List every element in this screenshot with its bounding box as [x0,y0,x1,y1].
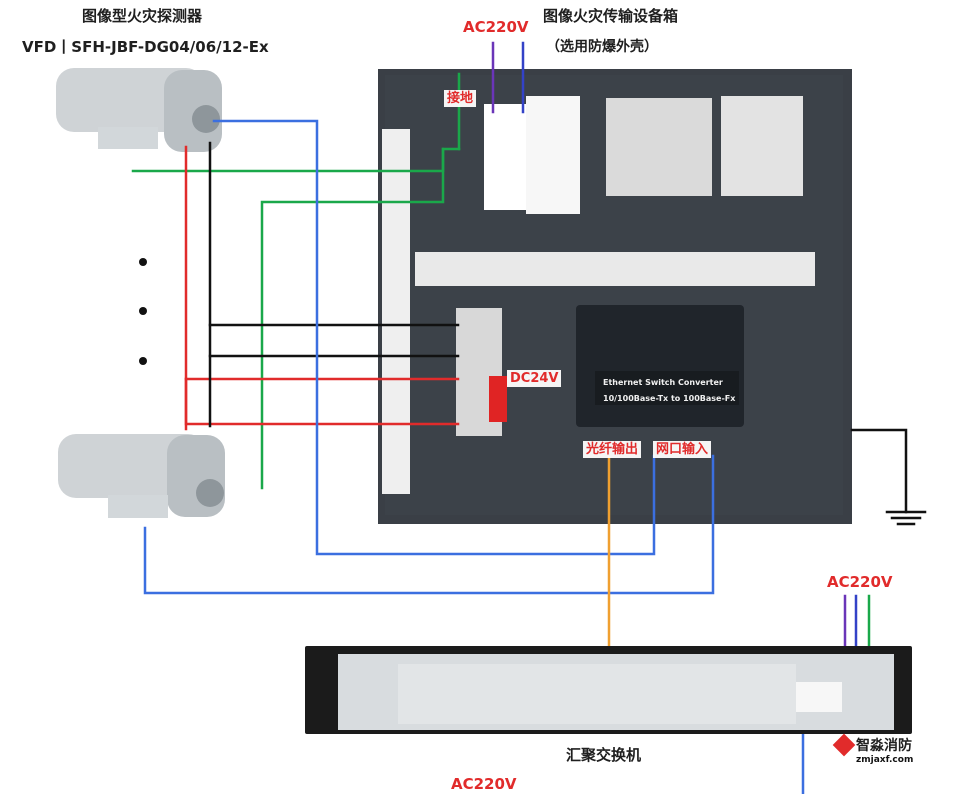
converter-line-1: Ethernet Switch Converter [603,378,723,387]
dc24-label: DC24V [507,370,562,387]
ground-symbol [885,510,927,526]
fiber-output-label: 光纤输出 [583,441,642,458]
converter-line-2: 10/100Base-Tx to 100Base-Fx [603,394,736,403]
camera-top [56,68,222,152]
cabinet-title: 图像火灾传输设备箱 [543,7,679,25]
detector-title: 图像型火灾探测器 [82,7,203,25]
cabinet [378,69,852,524]
network-input-label: 网口输入 [653,441,712,458]
ac220-top-label: AC220V [463,18,529,36]
cabinet-subtitle: （选用防爆外壳） [546,39,658,55]
watermark-url: zmjaxf.com [856,755,914,765]
switch-device [305,646,912,734]
ac220-bottom-label: AC220V [451,775,517,793]
watermark-name: 智淼消防 [856,738,912,754]
switch-title: 汇聚交换机 [566,746,642,764]
wires [131,41,908,794]
ground-label: 接地 [444,90,477,107]
ellipsis-dots [139,258,147,365]
ac220-switch-label: AC220V [827,573,893,591]
detector-model: VFD丨SFH-JBF-DG04/06/12-Ex [22,38,269,56]
camera-bottom [58,434,225,518]
